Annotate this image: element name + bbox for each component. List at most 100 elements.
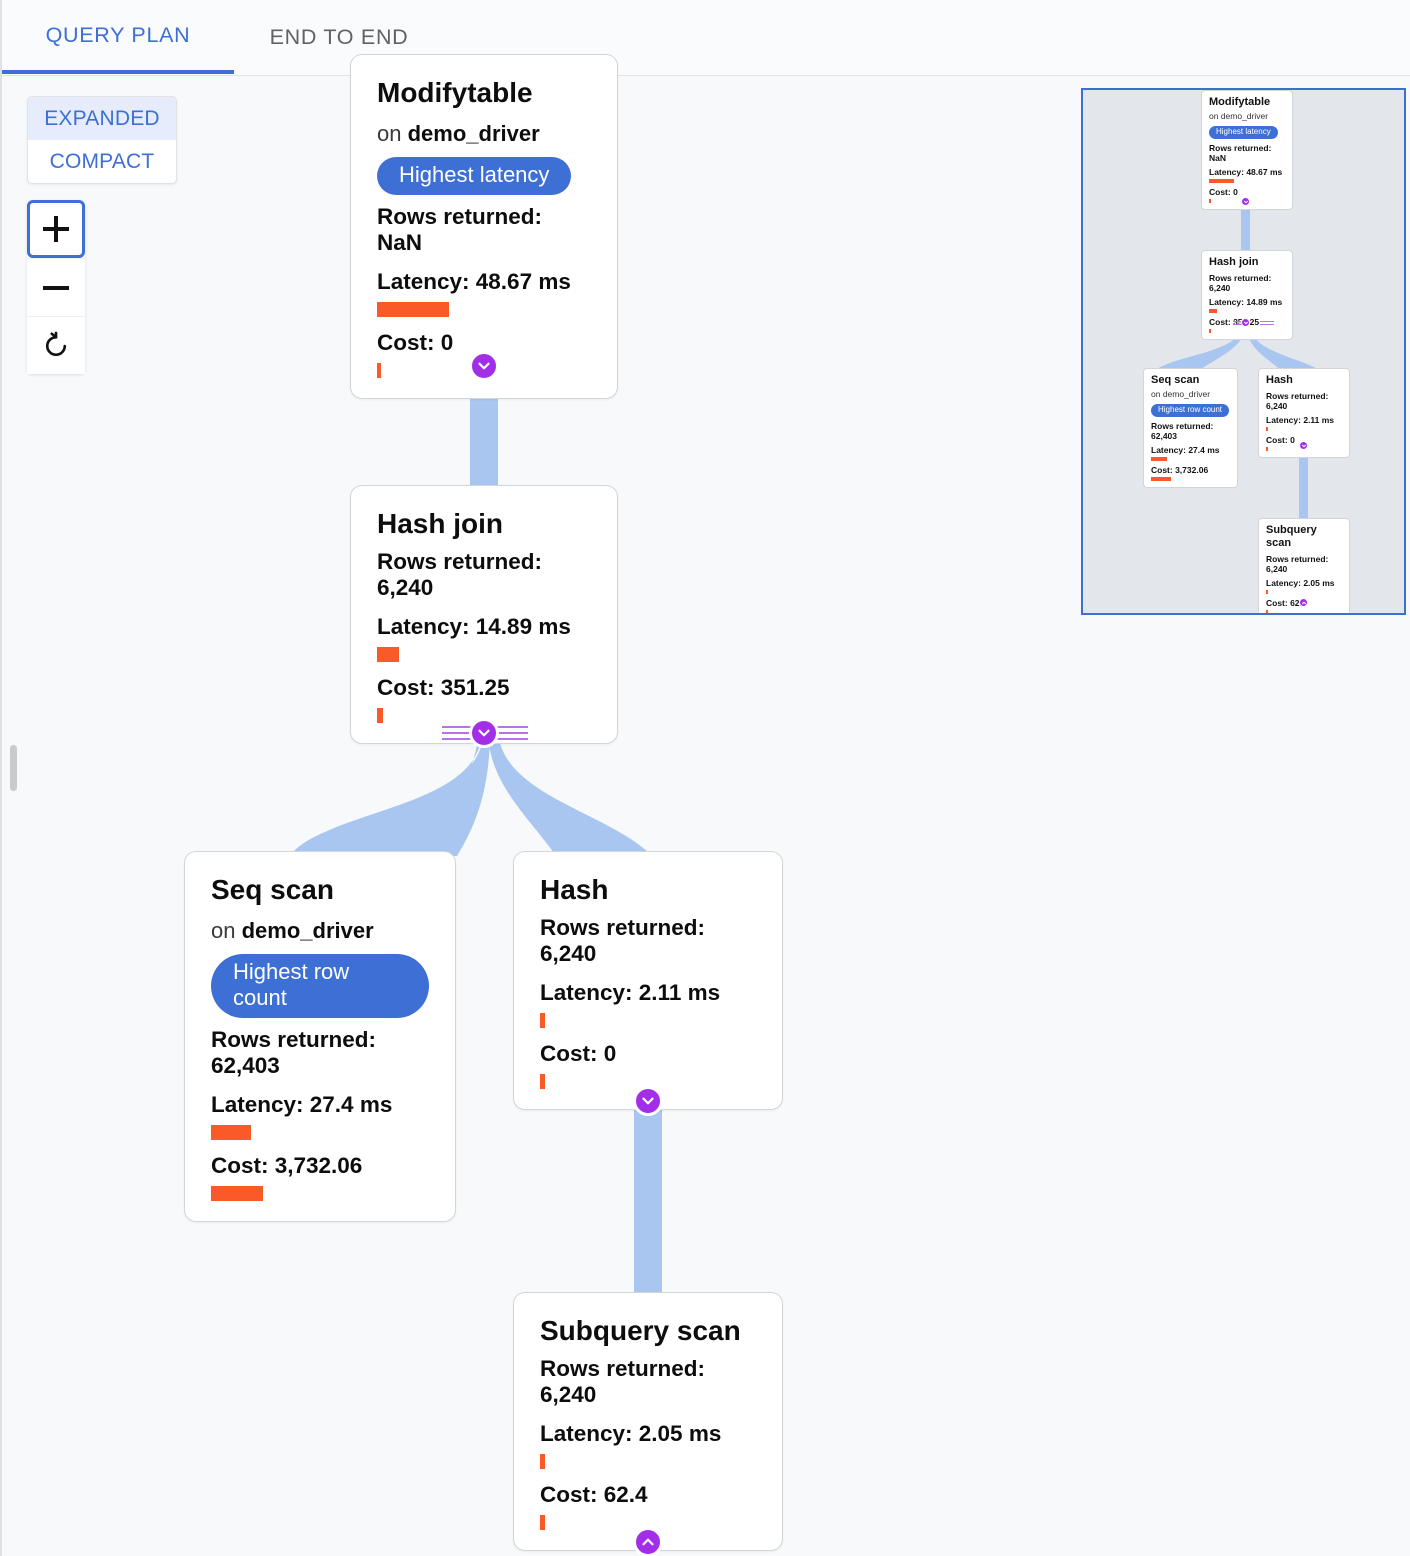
cost-bar	[1151, 477, 1171, 482]
minimap-node-subquery-scan[interactable]: Subquery scan Rows returned: 6,240 Laten…	[1258, 518, 1350, 613]
node-rows-returned: Rows returned: 6,240	[540, 1356, 706, 1408]
plan-node-hash-join[interactable]: Hash join Rows returned: 6,240 Latency: …	[350, 485, 618, 745]
view-mode-toggle: EXPANDED COMPACT	[27, 96, 177, 184]
plan-node-seq-scan[interactable]: Seq scan on demo_driver Highest row coun…	[184, 851, 456, 1223]
node-title: Hash	[1266, 374, 1293, 386]
minimap-chevron-modifytable[interactable]	[1241, 197, 1250, 206]
node-rows-returned: Rows returned: NaN	[1209, 143, 1272, 164]
status-badge: Highest row count	[1151, 404, 1230, 418]
minimap-node-modifytable[interactable]: Modifytable on demo_driver Highest laten…	[1201, 90, 1293, 211]
latency-bar	[1151, 457, 1167, 462]
minimap-chevron-hash[interactable]	[1299, 441, 1308, 450]
node-relation-prefix: on	[211, 918, 236, 944]
node-cost: Cost: 0	[377, 330, 454, 356]
minimap-node-hash[interactable]: Hash Rows returned: 6,240 Latency: 2.11 …	[1258, 368, 1350, 459]
cost-bar	[377, 708, 383, 724]
plan-node-subquery-scan[interactable]: Subquery scan Rows returned: 6,240 Laten…	[513, 1292, 783, 1552]
latency-bar	[377, 647, 399, 663]
node-title: Subquery scan	[540, 1315, 741, 1346]
plan-canvas[interactable]: Modifytable on demo_driver Highest laten…	[2, 54, 1410, 1556]
chevron-down-icon	[478, 362, 490, 370]
node-rows-returned: Rows returned: 62,403	[1151, 421, 1214, 442]
node-relation-prefix: on	[377, 121, 402, 147]
node-rows-returned: Rows returned: 6,240	[1266, 391, 1329, 412]
cost-bar	[211, 1186, 263, 1202]
node-relation-name: demo_driver	[241, 918, 374, 944]
node-cost: Cost: 0	[540, 1041, 617, 1067]
reset-rotate-icon	[45, 331, 67, 356]
latency-bar	[211, 1125, 251, 1141]
view-mode-expanded[interactable]: EXPANDED	[28, 97, 176, 140]
latency-bar	[540, 1013, 545, 1029]
collapse-chevron-modifytable[interactable]	[469, 351, 499, 381]
node-latency: Latency: 14.89 ms	[377, 614, 571, 640]
tab-query-plan[interactable]: QUERY PLAN	[2, 0, 234, 74]
node-rows-returned: Rows returned: 6,240	[1209, 273, 1272, 294]
node-cost: Cost: 62.4	[1266, 598, 1307, 609]
latency-bar	[1209, 309, 1217, 314]
zoom-out-button[interactable]	[27, 258, 85, 316]
cost-bar	[1266, 447, 1268, 452]
latency-bar	[540, 1454, 545, 1470]
minimap-panel[interactable]: Modifytable on demo_driver Highest laten…	[1081, 88, 1406, 615]
node-relation: on demo_driver	[211, 918, 429, 944]
status-badge: Highest latency	[1209, 126, 1278, 140]
minimap-node-seq-scan[interactable]: Seq scan on demo_driver Highest row coun…	[1143, 368, 1238, 489]
latency-bar	[1209, 179, 1234, 184]
node-title: Hash join	[1209, 256, 1259, 268]
minimap-node-hash-join[interactable]: Hash join Rows returned: 6,240 Latency: …	[1201, 250, 1293, 341]
latency-bar	[1266, 590, 1268, 595]
edge-hash-subqueryscan	[634, 1081, 662, 1301]
node-title: Modifytable	[377, 77, 533, 108]
node-relation-name: demo_driver	[407, 121, 540, 147]
minimap-edge-hash-subqueryscan	[1299, 445, 1308, 525]
zoom-controls	[27, 200, 85, 374]
chevron-down-icon	[478, 729, 490, 737]
cost-bar	[377, 363, 381, 379]
collapse-chevron-hash[interactable]	[633, 1086, 663, 1116]
chevron-down-icon	[1243, 200, 1248, 203]
node-rows-returned: Rows returned: 62,403	[211, 1027, 377, 1079]
chevron-up-icon	[1301, 601, 1306, 604]
plan-node-modifytable[interactable]: Modifytable on demo_driver Highest laten…	[350, 54, 618, 400]
node-cost: Cost: 62.4	[540, 1482, 648, 1508]
canvas-scroll-handle[interactable]	[10, 745, 17, 791]
node-cost: Cost: 0	[1209, 187, 1238, 198]
node-cost: Cost: 3,732.06	[211, 1153, 363, 1179]
node-rows-returned: Rows returned: NaN	[377, 204, 543, 256]
node-title: Subquery scan	[1266, 524, 1317, 550]
node-latency: Latency: 2.05 ms	[540, 1421, 722, 1447]
node-rows-returned: Rows returned: 6,240	[540, 915, 706, 967]
latency-bar	[1266, 427, 1268, 432]
node-relation: on demo_driver	[377, 121, 591, 147]
collapse-chevron-hash-join[interactable]	[469, 718, 499, 748]
minimap-chevron-hash-join[interactable]	[1241, 318, 1250, 327]
node-latency: Latency: 27.4 ms	[211, 1092, 393, 1118]
node-title: Seq scan	[211, 874, 334, 905]
node-rows-returned: Rows returned: 6,240	[1266, 554, 1329, 575]
cost-bar	[1266, 610, 1268, 613]
node-latency: Latency: 2.05 ms	[1266, 578, 1335, 589]
tab-bar: QUERY PLAN END TO END	[2, 0, 1410, 76]
status-badge: Highest latency	[377, 157, 572, 196]
node-title: Modifytable	[1209, 96, 1271, 108]
node-cost: Cost: 3,732.06	[1151, 465, 1209, 476]
tab-end-to-end[interactable]: END TO END	[269, 24, 409, 49]
node-cost: Cost: 351.25	[1209, 317, 1260, 328]
expand-chevron-subquery-scan[interactable]	[633, 1527, 663, 1556]
chevron-up-icon	[642, 1538, 654, 1546]
plan-node-hash[interactable]: Hash Rows returned: 6,240 Latency: 2.11 …	[513, 851, 783, 1111]
node-latency: Latency: 2.11 ms	[1266, 415, 1335, 426]
node-latency: Latency: 48.67 ms	[377, 269, 571, 295]
chevron-down-icon	[1243, 321, 1248, 324]
node-cost: Cost: 351.25	[377, 675, 510, 701]
zoom-in-button[interactable]	[27, 200, 85, 258]
reset-view-button[interactable]	[27, 316, 85, 374]
node-latency: Latency: 48.67 ms	[1209, 167, 1283, 178]
minimap-chevron-subquery-scan[interactable]	[1299, 598, 1308, 607]
view-mode-compact[interactable]: COMPACT	[49, 150, 155, 173]
node-rows-returned: Rows returned: 6,240	[377, 549, 543, 601]
node-relation: on demo_driver	[1151, 389, 1211, 400]
node-title: Seq scan	[1151, 374, 1200, 386]
node-relation: on demo_driver	[1209, 111, 1269, 122]
